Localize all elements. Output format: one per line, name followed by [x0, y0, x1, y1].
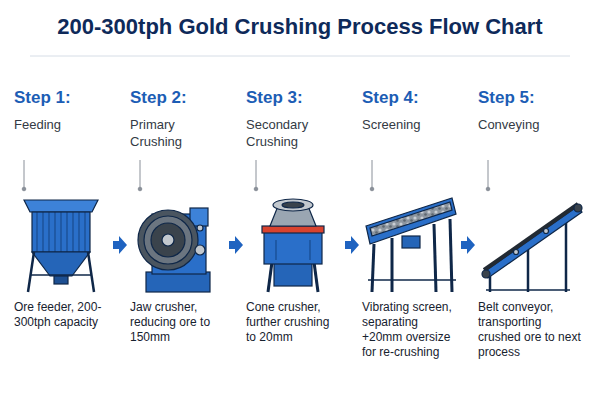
vibrating-screen-part	[370, 202, 452, 236]
step-name: Screening	[362, 116, 458, 150]
leader-lines	[22, 160, 490, 191]
vibrating-screen-part	[372, 244, 374, 292]
belt-conveyor-part	[574, 204, 582, 212]
step-description: Vibrating screen, separating +20mm overs…	[362, 300, 458, 360]
leader-lines-part	[22, 187, 26, 191]
jaw-crusher-part	[144, 216, 192, 264]
step-name: Conveying	[478, 116, 586, 150]
cone-crusher-part	[264, 232, 322, 264]
jaw-crusher-part	[195, 245, 205, 255]
flow-arrow	[229, 236, 243, 254]
cone-crusher-part	[273, 199, 313, 211]
vibrating-screen-part	[402, 236, 420, 248]
belt-conveyor-part	[544, 229, 549, 234]
step-name: Primary Crushing	[130, 116, 226, 150]
ore-feeder-part	[32, 212, 90, 252]
jaw-crusher-part	[162, 234, 174, 246]
step-description: Cone crusher, further crushing to 20mm	[246, 300, 342, 345]
leader-lines-part	[488, 160, 489, 188]
cone-crusher-part	[262, 226, 324, 233]
belt-conveyor-part	[527, 247, 530, 292]
step-description: Ore feeder, 200-300tph capacity	[14, 300, 110, 330]
flow-arrow	[113, 236, 127, 254]
vibrating-screen-part	[368, 279, 456, 281]
step-number: Step 3:	[246, 88, 342, 108]
vibrating-screen-part	[434, 224, 436, 292]
title-rule	[30, 56, 570, 57]
cone-crusher-part	[282, 202, 304, 208]
leader-lines-part	[138, 187, 142, 191]
belt-conveyor-part	[482, 270, 490, 278]
jaw-crusher-part	[138, 210, 198, 270]
step-description: Jaw crusher, reducing ore to 150mm	[130, 300, 226, 345]
step-number: Step 4:	[362, 88, 458, 108]
leader-lines-part	[140, 160, 141, 188]
leader-lines-part	[372, 160, 373, 188]
cone-crusher-part	[314, 262, 318, 292]
cone-crusher-part	[275, 240, 276, 260]
belt-conveyor-part	[565, 220, 568, 292]
leader-lines-part	[486, 187, 490, 191]
step-group: Step 4: ScreeningVibrating screen, separa…	[362, 88, 458, 360]
belt-conveyor	[482, 204, 582, 292]
jaw-crusher	[138, 208, 210, 292]
step-name: Feeding	[14, 116, 110, 150]
jaw-crusher-part	[197, 225, 203, 231]
belt-conveyor-part	[486, 289, 570, 291]
ore-feeder-part	[32, 252, 90, 276]
step-group: Step 1: FeedingOre feeder, 200-300tph cap…	[14, 88, 110, 330]
jaw-crusher-part	[151, 223, 185, 257]
step-group: Step 3: Secondary CrushingCone crusher, f…	[246, 88, 342, 345]
belt-conveyor-part	[514, 250, 519, 255]
flow-arrow	[345, 236, 359, 254]
cone-crusher-part	[268, 262, 272, 292]
step-number: Step 5:	[478, 88, 586, 108]
cone-crusher	[262, 199, 324, 292]
chart-title: 200-300tph Gold Crushing Process Flow Ch…	[0, 14, 600, 40]
belt-conveyor-part	[484, 204, 578, 270]
leader-lines-part	[256, 160, 257, 188]
vibrating-screen	[366, 198, 456, 292]
leader-lines-part	[254, 187, 258, 191]
vibrating-screen-part	[450, 219, 452, 292]
jaw-crusher-part	[146, 272, 210, 292]
ore-feeder	[24, 200, 98, 292]
vibrating-screen-part	[391, 238, 394, 292]
leader-lines-part	[24, 160, 25, 188]
leader-lines-part	[370, 187, 374, 191]
step-name: Secondary Crushing	[246, 116, 342, 150]
step-description: Belt conveyor, transporting crushed ore …	[478, 300, 586, 360]
ore-feeder-part	[54, 276, 68, 284]
step-group: Step 2: Primary CrushingJaw crusher, redu…	[130, 88, 226, 345]
step-number: Step 2:	[130, 88, 226, 108]
ore-feeder-part	[31, 274, 91, 276]
cone-crusher-part	[274, 262, 312, 286]
ore-feeder-part	[24, 200, 98, 212]
step-number: Step 1:	[14, 88, 110, 108]
step-group: Step 5: ConveyingBelt conveyor, transport…	[478, 88, 586, 360]
ore-feeder-part	[28, 252, 34, 292]
cone-crusher-part	[309, 240, 310, 260]
flow-arrow	[461, 236, 475, 254]
belt-conveyor-part	[484, 206, 582, 278]
ore-feeder-part	[88, 252, 94, 292]
